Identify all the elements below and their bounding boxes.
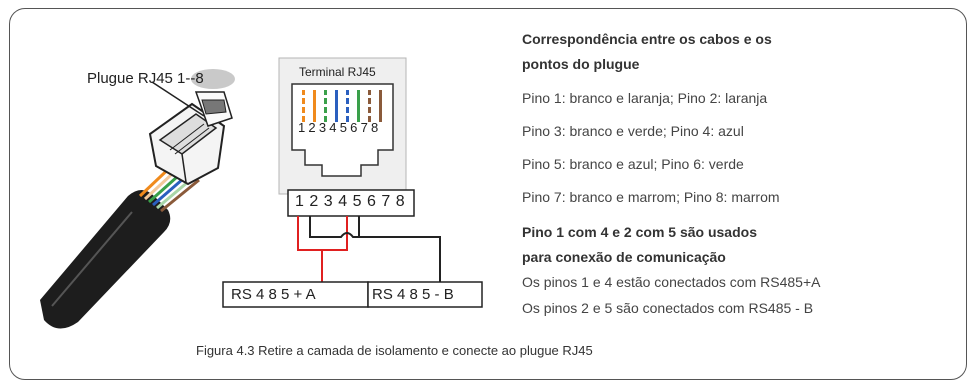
terminal-label: Terminal RJ45	[299, 65, 376, 79]
terminal-pin-numbers: 12345678	[298, 120, 382, 135]
wire-to-rs485-b	[359, 236, 441, 282]
pin-description: Pino 1: branco e laranja; Pino 2: laranj…	[522, 90, 768, 106]
plug-label: Plugue RJ45 1--8	[87, 70, 204, 87]
comm-heading-line2: para conexão de comunicação	[522, 249, 726, 265]
comm-line: Os pinos 1 e 4 estão conectados com RS48…	[522, 274, 821, 290]
legend-heading-line1: Correspondência entre os cabos e os	[522, 31, 772, 47]
wire-pin1-pin4	[297, 216, 348, 251]
wire-brown	[160, 178, 200, 213]
cable-illustration	[40, 81, 233, 329]
comm-heading-line1: Pino 1 com 4 e 2 com 5 são usados	[522, 224, 757, 240]
pin-description: Pino 7: branco e marrom; Pino 8: marrom	[522, 189, 780, 205]
rs485-b-box	[367, 281, 483, 308]
figure-frame	[9, 8, 967, 380]
rj45-terminal	[278, 57, 407, 195]
rs485-b-label: RS 4 8 5 - B	[372, 286, 454, 303]
rs485-a-label: RS 4 8 5 + A	[231, 286, 316, 303]
wiring-diagram	[222, 189, 483, 308]
jack-socket	[291, 83, 394, 177]
plug-leader-line	[151, 81, 205, 117]
pin-description: Pino 3: branco e verde; Pino 4: azul	[522, 123, 744, 139]
comm-line: Os pinos 2 e 5 são conectados com RS485 …	[522, 300, 814, 316]
legend-heading-line2: pontos do plugue	[522, 56, 640, 72]
wire-pin2-pin5	[309, 216, 360, 238]
pin-description: Pino 5: branco e azul; Pino 6: verde	[522, 156, 744, 172]
pin-block	[287, 189, 415, 217]
block-pin-numbers: 12345678	[295, 193, 411, 210]
cable-jacket	[40, 190, 171, 329]
label-highlight	[191, 69, 235, 89]
figure-caption: Figura 4.3 Retire a camada de isolamento…	[196, 343, 593, 358]
